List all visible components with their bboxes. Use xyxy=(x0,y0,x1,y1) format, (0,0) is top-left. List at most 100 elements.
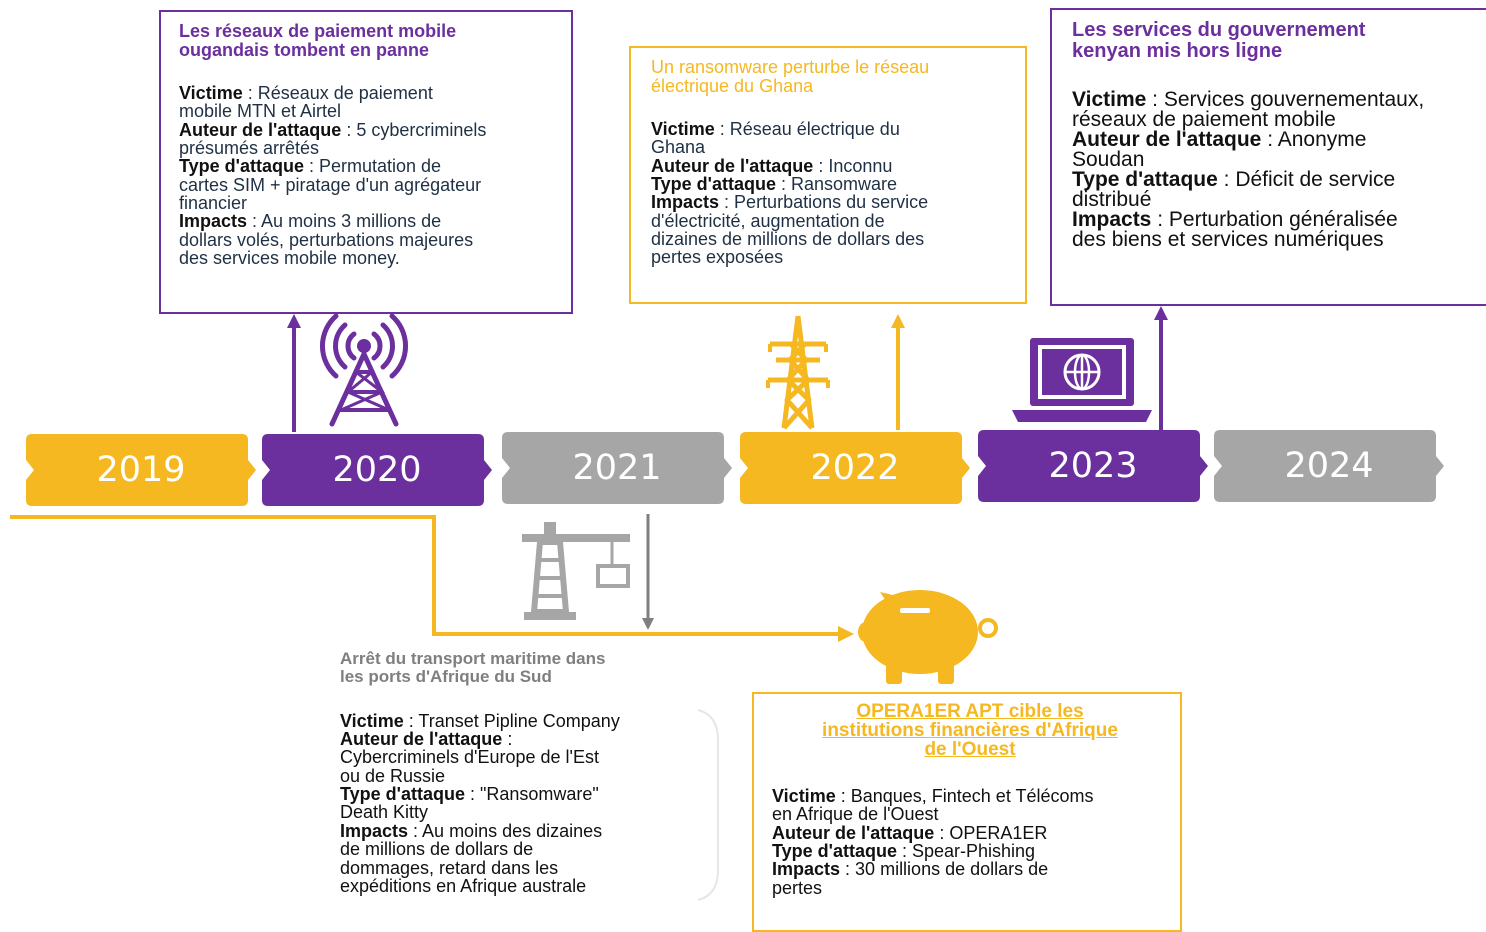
author-value: Inconnu xyxy=(828,155,893,176)
year-2022-label: 2022 xyxy=(810,448,900,488)
type-value-cont: cartes SIM + piratage d'un agrégateur xyxy=(179,174,482,195)
cell-tower-icon xyxy=(320,313,408,427)
title-line: Arrêt du transport maritime dans xyxy=(340,649,606,668)
year-2024-shape xyxy=(1214,430,1444,502)
victim-value-cont: Ghana xyxy=(651,137,706,158)
impacts-value-cont: dommages, retard dans les xyxy=(340,857,559,878)
arrow-2023-up xyxy=(1154,306,1168,430)
event-title-south-africa: Arrêt du transport maritime dans les por… xyxy=(340,650,700,686)
victim-value: Services gouvernementaux, xyxy=(1163,88,1425,111)
event-details-opera1er: Victime : Banques, Fintech et Télécoms e… xyxy=(772,786,1168,898)
author-value-cont: ou de Russie xyxy=(340,765,446,786)
impacts-value-cont: d'électricité, augmentation de xyxy=(651,210,885,231)
title-line: institutions financières d'Afrique xyxy=(822,720,1118,741)
author-value: Anonyme xyxy=(1277,127,1367,151)
impacts-label: Impacts xyxy=(179,211,248,232)
author-value-cont: présumés arrêtés xyxy=(179,137,320,158)
type-value: Permutation de xyxy=(318,156,442,177)
power-pylon-icon xyxy=(766,315,830,430)
impacts-value-cont: dizaines de millions de dollars des xyxy=(651,228,925,249)
title-line: Les réseaux de paiement mobile xyxy=(179,21,457,41)
victim-value: Transet Pipline Company xyxy=(418,710,620,731)
year-2023-shape xyxy=(978,430,1208,502)
author-label: Auteur de l'attaque xyxy=(651,155,814,176)
type-value: Ransomware xyxy=(790,173,898,194)
year-2021-label: 2021 xyxy=(572,448,662,488)
title-line: les ports d'Afrique du Sud xyxy=(340,666,552,686)
victim-value: Banques, Fintech et Télécoms xyxy=(850,786,1094,806)
event-title-opera1er: OPERA1ER APT cible les institutions fina… xyxy=(772,702,1168,759)
title-line: Les services du gouvernement xyxy=(1072,19,1366,41)
year-2022-shape xyxy=(740,432,970,504)
type-value: Spear-Phishing xyxy=(911,841,1036,862)
year-2019-shape xyxy=(26,434,256,506)
title-line: kenyan mis hors ligne xyxy=(1072,40,1283,62)
event-title-kenya: Les services du gouvernement kenyan mis … xyxy=(1072,20,1478,62)
impacts-value-cont: pertes xyxy=(772,877,823,898)
event-box-ghana: Un ransomware perturbe le réseau électri… xyxy=(629,46,1027,304)
impacts-value-cont: expéditions en Afrique australe xyxy=(340,875,587,896)
title-line: électrique du Ghana xyxy=(651,75,814,96)
event-details-ghana: Victime : Réseau électrique du Ghana Aut… xyxy=(651,118,1013,268)
impacts-value-cont: des services mobile money. xyxy=(179,248,400,269)
impacts-label: Impacts xyxy=(772,859,841,880)
arrow-2020-up xyxy=(287,314,301,432)
victim-value-cont: mobile MTN et Airtel xyxy=(179,101,342,122)
victim-label: Victime xyxy=(1072,88,1147,111)
impacts-value: 30 millions de dollars de xyxy=(855,859,1049,880)
type-label: Type d'attaque xyxy=(1072,167,1218,191)
event-box-opera1er: OPERA1ER APT cible les institutions fina… xyxy=(752,692,1182,932)
author-label: Auteur de l'attaque xyxy=(1072,127,1262,151)
title-line: ougandais tombent en panne xyxy=(179,39,430,60)
type-value: "Ransomware" xyxy=(479,784,599,805)
port-crane-icon xyxy=(522,522,630,620)
author-label: Auteur de l'attaque xyxy=(179,119,342,140)
victim-value: Réseaux de paiement xyxy=(257,82,433,103)
title-line: OPERA1ER APT cible les xyxy=(856,701,1084,722)
type-label: Type d'attaque xyxy=(340,784,465,805)
victim-value-cont: en Afrique de l'Ouest xyxy=(772,804,939,825)
event-box-south-africa: Arrêt du transport maritime dans les por… xyxy=(340,650,700,925)
event-details-kenya: Victime : Services gouvernementaux, rése… xyxy=(1072,88,1478,251)
event-title-uganda: Les réseaux de paiement mobile ougandais… xyxy=(179,22,559,60)
impacts-value: Perturbations du service xyxy=(734,192,929,213)
impacts-label: Impacts xyxy=(340,820,409,841)
year-2021-shape xyxy=(502,432,732,504)
impacts-value-cont: pertes exposées xyxy=(651,247,784,268)
type-label: Type d'attaque xyxy=(179,156,304,177)
piggy-bank-icon xyxy=(858,590,998,684)
title-line: Un ransomware perturbe le réseau xyxy=(651,57,930,77)
impacts-value: Perturbation généralisée xyxy=(1168,207,1398,231)
type-value-cont: Death Kitty xyxy=(340,802,429,823)
author-value: OPERA1ER xyxy=(949,822,1048,843)
victim-label: Victime xyxy=(772,786,836,806)
bracket-line xyxy=(697,709,719,901)
author-value-cont: Soudan xyxy=(1072,147,1145,171)
impacts-label: Impacts xyxy=(651,192,720,213)
event-box-uganda: Les réseaux de paiement mobile ougandais… xyxy=(159,10,573,314)
arrow-2021-down xyxy=(642,514,654,630)
impacts-value: Au moins des dizaines xyxy=(422,820,603,841)
author-label: Auteur de l'attaque xyxy=(340,729,503,750)
victim-label: Victime xyxy=(651,118,715,139)
impacts-label: Impacts xyxy=(1072,207,1152,231)
laptop-globe-icon xyxy=(1012,338,1152,422)
year-2019-label: 2019 xyxy=(96,450,186,490)
year-2020-label: 2020 xyxy=(332,450,422,490)
title-line: de l'Ouest xyxy=(924,739,1016,760)
event-details-south-africa: Victime : Transet Pipline Company Auteur… xyxy=(340,710,700,896)
author-value: Cybercriminels d'Europe de l'Est xyxy=(340,747,599,768)
impacts-value-cont: de millions de dollars de xyxy=(340,839,534,860)
event-details-uganda: Victime : Réseaux de paiement mobile MTN… xyxy=(179,82,559,269)
impacts-value-cont: des biens et services numériques xyxy=(1072,227,1384,251)
impacts-value: Au moins 3 millions de xyxy=(261,211,442,232)
author-label: Auteur de l'attaque xyxy=(772,822,935,843)
event-box-kenya: Les services du gouvernement kenyan mis … xyxy=(1050,8,1486,306)
type-label: Type d'attaque xyxy=(772,841,897,862)
arrow-opera1er xyxy=(10,515,854,642)
victim-label: Victime xyxy=(179,82,243,103)
year-2020-shape xyxy=(262,434,492,506)
type-label: Type d'attaque xyxy=(651,173,776,194)
impacts-value-cont: dollars volés, perturbations majeures xyxy=(179,229,474,250)
